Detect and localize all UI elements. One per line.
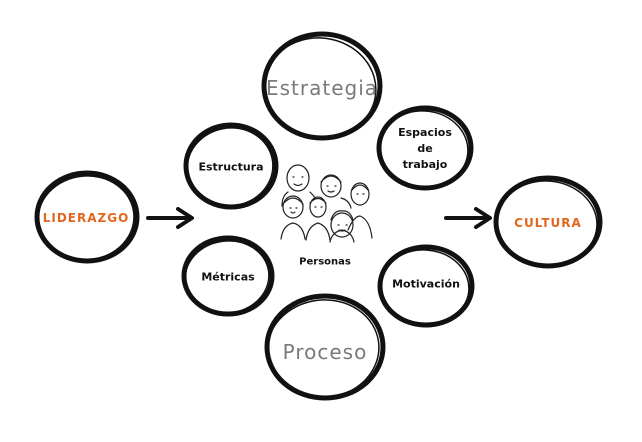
- node-label-estructura: Estructura: [198, 160, 264, 174]
- node-circle-liderazgo: [34, 170, 140, 264]
- node-label-metricas: Métricas: [201, 270, 255, 284]
- people-group-icon: [280, 164, 373, 243]
- arrow-right-icon: [444, 207, 492, 229]
- node-circle-proceso: [264, 293, 386, 401]
- node-label-espacios: Espacios de trabajo: [398, 125, 452, 173]
- node-label-personas: Personas: [299, 256, 351, 268]
- node-circle-espacios: [376, 105, 474, 191]
- node-label-espacios-line-1: Espacios: [398, 126, 452, 139]
- node-label-espacios-line-3: trabajo: [402, 158, 448, 171]
- node-circle-metricas: [181, 235, 275, 317]
- node-circle-motivacion: [377, 244, 475, 328]
- node-label-estrategia: Estrategia: [265, 76, 379, 100]
- node-label-proceso: Proceso: [282, 340, 368, 364]
- node-label-espacios-line-2: de: [417, 142, 433, 155]
- node-circle-estrategia: [261, 31, 383, 141]
- node-label-liderazgo: LIDERAZGO: [42, 211, 130, 225]
- node-circle-cultura: [493, 175, 603, 269]
- arrow-right-icon: [146, 207, 194, 229]
- node-circle-estructura: [183, 122, 279, 210]
- node-label-cultura: CULTURA: [514, 216, 582, 230]
- node-label-motivacion: Motivación: [392, 277, 460, 291]
